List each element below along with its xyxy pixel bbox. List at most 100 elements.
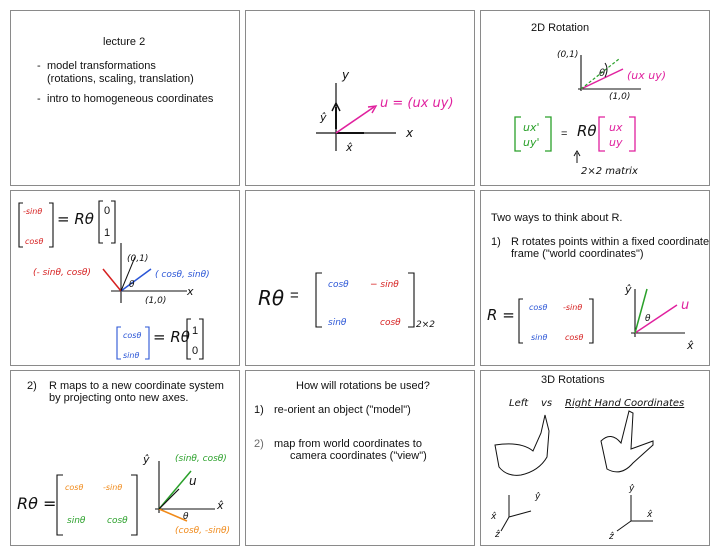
point-cos-sin: ( cosθ, sinθ): [155, 270, 210, 280]
x-hat-label: x̂: [346, 141, 353, 154]
item-number: 2): [27, 380, 37, 392]
y-hat-label: ŷ: [625, 283, 632, 296]
right-hand-icon: [600, 410, 654, 473]
matrix-size-note: 2×2 matrix: [581, 166, 638, 177]
matrix-cell-12: -sinθ: [103, 483, 123, 492]
left-hand-label: Left: [509, 398, 529, 409]
left-x-label: x̂: [491, 512, 497, 522]
u-arrowhead: [367, 105, 378, 114]
matrix-cell-11: cosθ: [328, 280, 349, 290]
vector-diagram: [316, 83, 396, 151]
item-text: re-orient an object ("model"): [274, 404, 411, 416]
matrix-cell-12: -sinθ: [563, 303, 583, 312]
item-number: 1): [491, 236, 501, 248]
u-point-label: (ux uy): [627, 69, 667, 82]
orange-point-label: (cosθ, -sinθ): [175, 526, 231, 536]
matrix-cell-21: sinθ: [328, 318, 347, 328]
matrix-cell-22: cosθ: [565, 333, 584, 342]
matrix-cell-21: sinθ: [67, 516, 86, 526]
slide-title: 3D Rotations: [541, 374, 605, 386]
rotated-vector: [634, 288, 648, 334]
bullet-dash: -: [37, 93, 41, 105]
matrix-lhs-top: ux': [523, 121, 540, 134]
matrix-dimension: 2×2: [416, 320, 435, 330]
rotation-diagram: [514, 55, 641, 163]
u-vector: [634, 304, 678, 334]
slide-title: How will rotations be used?: [296, 380, 430, 392]
item-number: 1): [254, 404, 264, 416]
y-hat-label: ŷ: [143, 453, 150, 466]
x-hat-label: x̂: [687, 339, 694, 352]
theta-label: θ: [599, 68, 606, 79]
item-text: R maps to a new coordinate system: [49, 380, 224, 392]
matrix-brackets: [315, 272, 415, 328]
column2-bottom: sinθ: [123, 351, 140, 360]
matrix-cell-12: − sinθ: [370, 280, 399, 290]
matrix-lhs-bottom: uy': [523, 136, 540, 149]
matrix-cell-21: sinθ: [531, 333, 548, 342]
u-vector: [580, 68, 624, 90]
point-0-1: (0,1): [127, 254, 149, 264]
item-text: R rotates points within a fixed coordina…: [511, 236, 710, 248]
slide-rotation-uses: How will rotations be used? 1) re-orient…: [245, 370, 475, 546]
bullet-text: model transformations: [47, 60, 156, 72]
slide-title: lecture 2: [103, 36, 146, 48]
rotation-equation-2: = Rθ: [153, 328, 190, 346]
bullet-text-cont: (rotations, scaling, translation): [47, 73, 194, 85]
slide-new-coordinate-system: 2) R maps to a new coordinate system by …: [10, 370, 240, 546]
x-hat-label: x̂: [217, 499, 224, 512]
item-number: 2): [254, 438, 264, 450]
slide-two-ways: Two ways to think about R. 1) R rotates …: [480, 190, 710, 366]
right-y-label: ŷ: [629, 484, 635, 494]
rotation-operator: Rθ: [258, 286, 285, 310]
vector-top: 0: [104, 205, 111, 217]
item-text-cont: frame ("world coordinates"): [511, 248, 644, 260]
slide-title: Two ways to think about R.: [491, 212, 623, 224]
rotated-vector: [580, 58, 620, 90]
matrix-cell-11: cosθ: [529, 303, 548, 312]
slide-lecture-intro: lecture 2 - model transformations (rotat…: [10, 10, 240, 186]
matrix-cell-22: cosθ: [380, 318, 401, 328]
matrix-rhs-top: ux: [609, 121, 623, 134]
basis-diagram: [18, 200, 204, 360]
neg-sin-cos-vector: [102, 268, 122, 292]
matrix-cell-11: cosθ: [65, 483, 84, 492]
item-text: map from world coordinates to: [274, 438, 422, 450]
theta-label: θ: [129, 280, 135, 290]
column-bottom: cosθ: [25, 237, 44, 246]
u-vector-label: u = (ux uy): [380, 96, 454, 111]
rotation-equation: = Rθ: [57, 210, 94, 228]
slide-3d-rotations: 3D Rotations Left vs Right Hand Coordina…: [480, 370, 710, 546]
left-y-label: ŷ: [535, 492, 541, 502]
item-text-cont: camera coordinates ("view"): [290, 450, 427, 462]
x-axis-label: x: [406, 126, 414, 140]
vector-bottom: 1: [104, 227, 111, 239]
column-top: -sinθ: [23, 207, 43, 216]
u-vector-label: u: [681, 298, 690, 313]
matrix-cell-22: cosθ: [107, 516, 128, 526]
point-1-0: (1,0): [609, 92, 631, 102]
theta-label: θ: [645, 314, 651, 324]
theta-label: θ: [183, 512, 189, 522]
equals-sign: =: [561, 128, 568, 140]
equals-sign: =: [290, 287, 299, 304]
item-text-cont: by projecting onto new axes.: [49, 392, 189, 404]
right-x-label: x̂: [647, 510, 653, 520]
vector2-bottom: 0: [192, 345, 199, 357]
cos-sin-vector: [120, 268, 152, 292]
bullet-dash: -: [37, 60, 41, 72]
left-hand-icon: [494, 414, 550, 476]
orange-axis-vector: [158, 508, 188, 522]
versus-label: vs: [541, 398, 553, 409]
y-hat-label: ŷ: [320, 111, 327, 124]
right-z-label: ẑ: [609, 532, 614, 542]
u-vector: [335, 106, 375, 134]
y-axis-label: y: [342, 68, 350, 82]
y-basis-arrowhead: [331, 101, 341, 112]
u-vector-label: u: [189, 474, 197, 488]
slide-basis-columns: -sinθ cosθ = Rθ 0 1 (0,1) (- sinθ, cosθ)…: [10, 190, 240, 366]
point-1-0: (1,0): [145, 296, 167, 306]
rotation-operator: Rθ: [577, 122, 597, 140]
right-hand-label: Right Hand Coordinates: [565, 398, 685, 409]
slide-vector-u: y ŷ x x̂ u = (ux uy): [245, 10, 475, 186]
